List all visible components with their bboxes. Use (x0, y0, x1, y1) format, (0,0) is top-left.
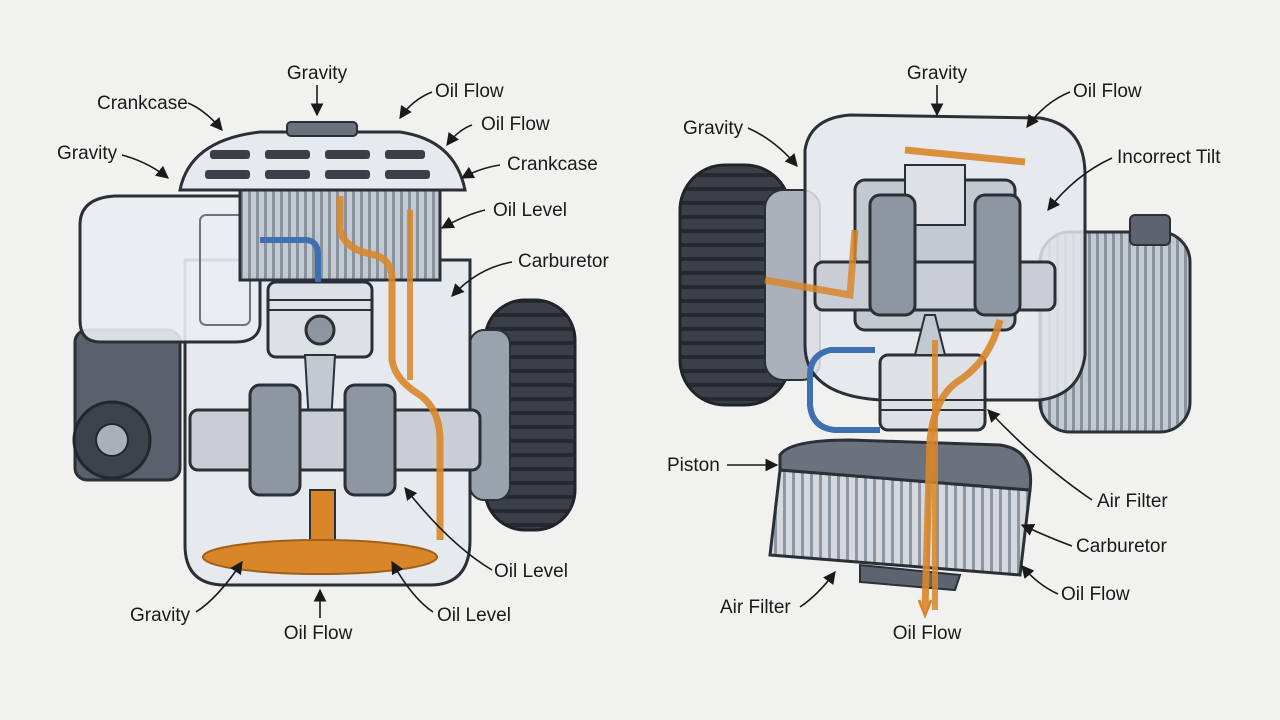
label-gravity-left-right: Gravity (683, 118, 744, 139)
label-air-filter-right: Air Filter (1097, 491, 1168, 512)
left-oil-sump (202, 539, 438, 575)
right-blue-oil-line (807, 347, 880, 433)
label-oil-flow-second-left: Oil Flow (481, 114, 550, 135)
label-oil-flow-bottom-left: Oil Flow (284, 623, 353, 644)
left-starter-assembly (72, 328, 182, 482)
label-piston: Piston (667, 455, 720, 476)
left-top-shroud (178, 130, 467, 192)
label-crankcase-right: Crankcase (507, 154, 598, 175)
left-air-cleaner (78, 194, 262, 344)
label-air-filter-bottom: Air Filter (720, 597, 791, 618)
right-oil-flow-path (904, 146, 1026, 166)
label-oil-flow-right: Oil Flow (1061, 584, 1130, 605)
right-air-filter (768, 438, 1033, 592)
label-oil-level-middle: Oil Level (494, 561, 568, 582)
label-gravity-bottom-left: Gravity (130, 605, 191, 626)
label-gravity-left: Gravity (57, 143, 118, 164)
label-gravity-top-right: Gravity (907, 63, 968, 84)
label-oil-flow-top-right: Oil Flow (1073, 81, 1142, 102)
left-blue-oil-line (260, 237, 321, 282)
label-gravity-top-left: Gravity (287, 63, 348, 84)
left-wheel (469, 298, 577, 532)
label-oil-flow-bottom-right: Oil Flow (893, 623, 962, 644)
label-oil-flow-top-left: Oil Flow (435, 81, 504, 102)
label-carburetor-left: Carburetor (518, 251, 609, 272)
label-crankcase-left: Crankcase (97, 93, 188, 114)
right-engine-tilted (678, 113, 1192, 620)
label-oil-level-bottom: Oil Level (437, 605, 511, 626)
left-engine-cutaway (72, 121, 577, 587)
left-oil-flow-path (336, 196, 444, 540)
left-crankshaft (188, 383, 482, 546)
label-incorrect-tilt: Incorrect Tilt (1117, 147, 1221, 168)
leader-lines (121, 85, 1113, 618)
label-oil-level-upper: Oil Level (493, 200, 567, 221)
right-crankshaft (813, 193, 1057, 317)
label-carburetor-right: Carburetor (1076, 536, 1167, 557)
